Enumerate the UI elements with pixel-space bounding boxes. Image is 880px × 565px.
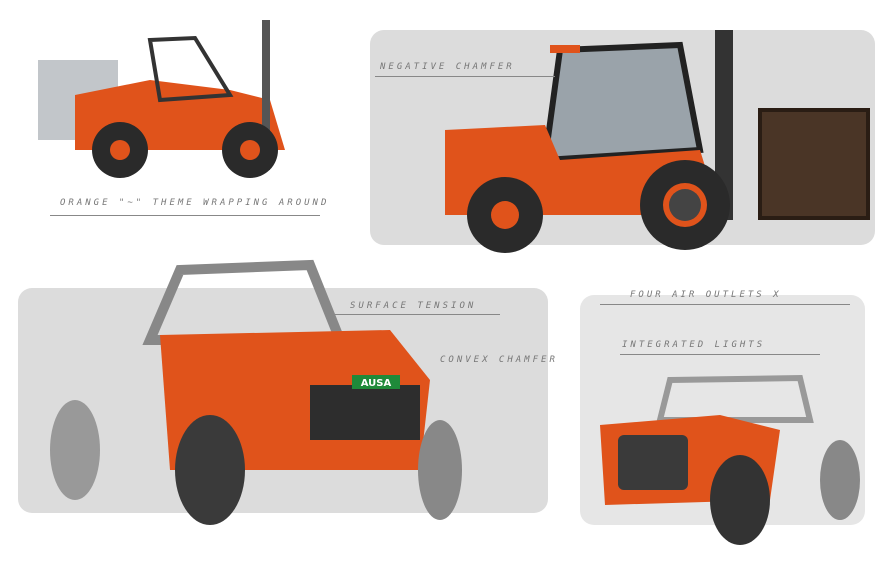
annotation-orange-theme: ORANGE "~" THEME WRAPPING AROUND — [60, 198, 330, 208]
annotation-underline — [600, 304, 850, 305]
annotation-convex-chamfer: CONVEX CHAMFER — [440, 355, 558, 365]
annotation-underline — [620, 354, 820, 355]
front-view-forklift — [600, 374, 860, 545]
annotation-underline — [330, 314, 500, 315]
side-view-forklift — [445, 30, 870, 253]
small-side-forklift-sketch — [38, 20, 285, 178]
annotation-negative-chamfer: NEGATIVE CHAMFER — [380, 62, 515, 72]
annotation-underline — [375, 76, 555, 77]
annotation-underline — [50, 215, 320, 216]
annotation-surface-tension: SURFACE TENSION — [350, 301, 477, 311]
rear-view-forklift: AUSA — [50, 259, 462, 525]
annotation-four-air-outlets: FOUR AIR OUTLETS X — [630, 290, 782, 300]
annotation-integrated-lights: INTEGRATED LIGHTS — [622, 340, 766, 350]
ausa-logo-rear: AUSA — [361, 378, 392, 389]
